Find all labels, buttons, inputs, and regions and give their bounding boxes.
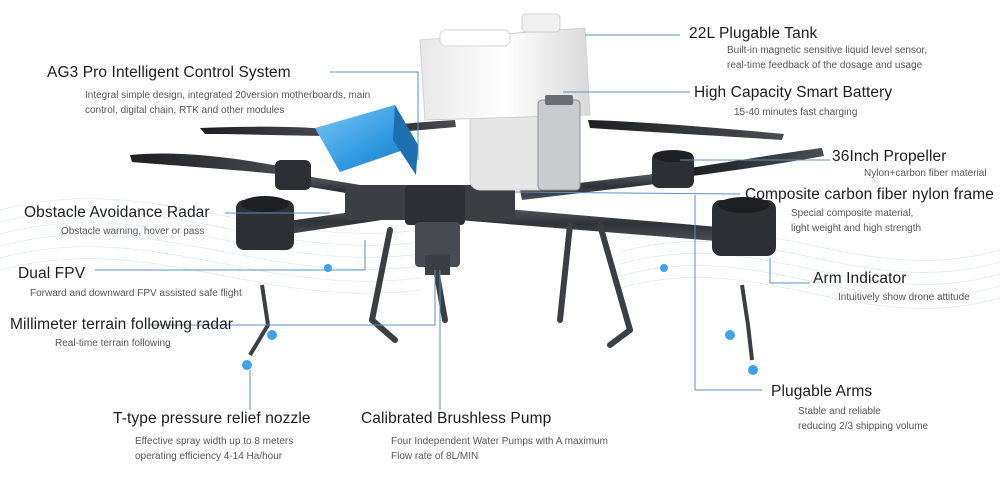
callout-pump: Calibrated Brushless Pump Four Independe…: [361, 410, 608, 464]
propeller-blade-upper-right: [588, 120, 784, 140]
callout-title: Composite carbon fiber nylon frame: [745, 186, 994, 203]
callout-title: High Capacity Smart Battery: [694, 84, 893, 101]
propellers: [130, 120, 824, 176]
propeller-blade-left: [130, 153, 300, 176]
tank-handle: [439, 29, 511, 47]
propeller-blade-right: [690, 148, 824, 176]
callout-terrain: Millimeter terrain following radar Real-…: [10, 316, 233, 351]
callout-desc: Obstacle warning, hover or pass: [61, 226, 205, 237]
callout-title: Plugable Arms: [771, 383, 873, 400]
callout-title: AG3 Pro Intelligent Control System: [47, 64, 291, 81]
nozzle-tip: [267, 330, 277, 340]
callout-title: Millimeter terrain following radar: [10, 316, 234, 333]
nozzle-tip: [660, 264, 668, 272]
callout-desc: Built-in magnetic sensitive liquid level…: [727, 45, 928, 71]
callout-battery: High Capacity Smart Battery 15-40 minute…: [694, 84, 892, 120]
nozzle-tip: [324, 264, 332, 272]
nozzles: [248, 284, 754, 361]
arm-front-right: [458, 205, 730, 242]
leader-lines: [95, 34, 830, 410]
callout-indicator: Arm Indicator Intuitively show drone att…: [813, 270, 970, 305]
callout-title: Dual FPV: [18, 265, 86, 282]
callout-frame: Composite carbon fiber nylon frame Speci…: [745, 186, 994, 236]
motor-rear-left: [275, 160, 311, 190]
callout-desc: Forward and downward FPV assisted safe f…: [30, 288, 242, 299]
callout-desc: Integral simple design, integrated 20ver…: [85, 90, 371, 116]
callout-title: 22L Plugable Tank: [689, 25, 818, 42]
callout-title: Calibrated Brushless Pump: [361, 410, 552, 427]
callout-desc: Four Independent Water Pumps with A maxi…: [391, 436, 608, 462]
callout-desc: Nylon+carbon fiber material: [864, 168, 987, 179]
callout-desc: Stable and reliable reducing 2/3 shippin…: [798, 406, 929, 432]
motor-front-right: [712, 200, 776, 256]
callout-propeller: 36Inch Propeller Nylon+carbon fiber mate…: [832, 148, 987, 181]
callout-desc: 15-40 minutes fast charging: [734, 107, 858, 118]
callout-arms: Plugable Arms Stable and reliable reduci…: [771, 383, 928, 434]
propeller-blade-upper-left: [200, 126, 340, 136]
callout-title: 36Inch Propeller: [832, 148, 947, 165]
tank-cap: [521, 13, 561, 33]
callout-control: AG3 Pro Intelligent Control System Integ…: [47, 64, 370, 118]
callout-desc: Special composite material, light weight…: [791, 208, 922, 234]
arm-rear-right: [520, 172, 672, 200]
callout-fpv: Dual FPV Forward and downward FPV assist…: [18, 265, 242, 301]
control-unit: [315, 105, 418, 175]
callout-nozzle: T-type pressure relief nozzle Effective …: [113, 410, 311, 464]
nozzle-tip: [725, 330, 735, 340]
callout-title: Obstacle Avoidance Radar: [24, 204, 210, 221]
battery: [537, 95, 581, 191]
callout-title: Arm Indicator: [813, 270, 907, 287]
callout-desc: Effective spray width up to 8 meters ope…: [135, 436, 294, 462]
central-body: [345, 185, 515, 275]
nozzle-tip: [242, 360, 252, 370]
callout-desc: Intuitively show drone attitude: [838, 292, 970, 303]
nozzle-tip: [748, 365, 758, 375]
callout-tank: 22L Plugable Tank Built-in magnetic sens…: [689, 25, 927, 73]
callout-title: T-type pressure relief nozzle: [113, 410, 311, 427]
callout-desc: Real-time terrain following: [55, 338, 171, 349]
callout-radar: Obstacle Avoidance Radar Obstacle warnin…: [24, 204, 210, 239]
